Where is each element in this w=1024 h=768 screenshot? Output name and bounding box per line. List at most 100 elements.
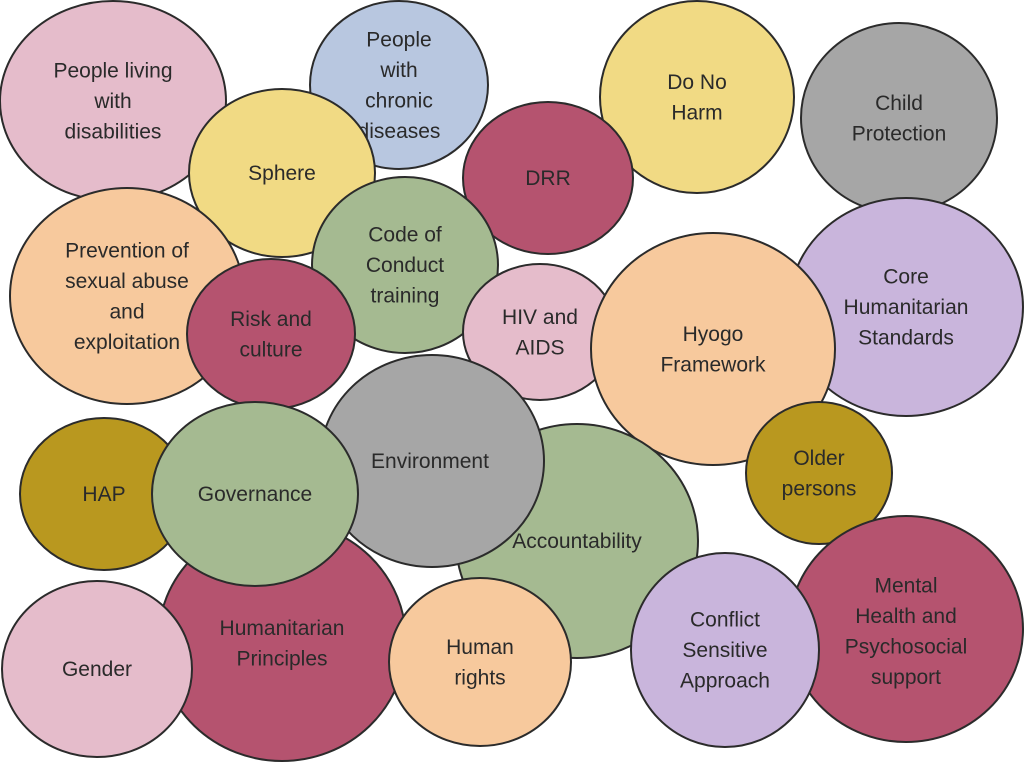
bubble-circle-drr <box>462 101 634 255</box>
bubble-drr: DRR <box>462 101 634 255</box>
bubble-label-line: Protection <box>852 122 947 145</box>
bubble-circle-governance <box>151 401 359 587</box>
bubble-label-line: AIDS <box>515 336 564 359</box>
bubble-label-risk-and-culture: Risk and culture <box>230 308 312 362</box>
bubble-governance: Governance <box>151 401 359 587</box>
bubble-label-line: chronic <box>365 89 433 112</box>
bubble-label-line: support <box>871 666 941 689</box>
bubble-label-line: Prevention of <box>65 239 189 262</box>
bubble-label-line: Environment <box>371 450 489 473</box>
bubble-label-line: Health and <box>855 605 957 628</box>
bubble-code-of-conduct-training: Code of Conduct training <box>311 176 499 354</box>
bubble-label-line: with <box>93 90 131 113</box>
bubble-label-sphere: Sphere <box>248 162 316 185</box>
bubble-hap: HAP <box>19 417 189 571</box>
bubble-label-line: Child <box>875 92 923 115</box>
bubble-circle-code-of-conduct-training <box>311 176 499 354</box>
bubble-label-line: Conflict <box>690 609 760 632</box>
bubble-label-do-no-harm: Do No Harm <box>667 71 727 125</box>
bubble-older-persons: Older persons <box>745 401 893 545</box>
bubble-circle-older-persons <box>745 401 893 545</box>
bubble-label-line: HAP <box>82 483 125 506</box>
bubble-circle-gender <box>1 580 193 758</box>
bubble-label-line: Framework <box>660 353 766 376</box>
bubble-risk-and-culture: Risk and culture <box>186 258 356 410</box>
bubble-circle-hyogo-framework <box>590 232 836 466</box>
bubble-label-line: sexual abuse <box>65 270 189 293</box>
bubble-label-line: HIV and <box>502 306 578 329</box>
bubble-label-line: Conduct <box>366 254 444 277</box>
bubble-label-line: Approach <box>680 670 770 693</box>
bubble-label-line: DRR <box>525 167 571 190</box>
bubble-circle-human-rights <box>388 577 572 747</box>
bubble-label-line: exploitation <box>74 331 180 354</box>
bubble-label-line: Governance <box>198 483 312 506</box>
bubble-circle-mental-health-psychosocial <box>788 515 1024 743</box>
bubble-label-line: People living <box>53 60 172 83</box>
bubble-label-line: Code of <box>368 224 442 247</box>
bubble-label-line: Sensitive <box>682 639 767 662</box>
bubble-label-line: Humanitarian <box>844 296 969 319</box>
bubble-label-line: disabilities <box>65 121 162 144</box>
bubble-label-older-persons: Older persons <box>782 447 857 501</box>
bubble-people-living-disabilities: People living with disabilities <box>0 0 227 202</box>
bubble-label-hap: HAP <box>82 483 125 506</box>
bubble-environment: Environment <box>319 354 545 568</box>
bubble-label-line: Humanitarian <box>220 617 345 640</box>
bubble-label-prevention-sexual-abuse: Prevention of sexual abuse and exploitation <box>65 239 189 354</box>
bubble-label-line: Mental <box>874 574 937 597</box>
bubble-label-line: Human <box>446 636 514 659</box>
bubble-label-line: Psychosocial <box>845 635 968 658</box>
bubble-label-line: Older <box>793 447 844 470</box>
bubble-label-line: People <box>366 28 431 51</box>
bubble-label-line: Sphere <box>248 162 316 185</box>
bubble-gender: Gender <box>1 580 193 758</box>
bubble-label-line: diseases <box>358 120 441 143</box>
bubble-label-line: with <box>379 59 417 82</box>
bubble-label-line: Gender <box>62 658 132 681</box>
bubble-circle-conflict-sensitive-approach <box>630 552 820 748</box>
bubble-label-line: Accountability <box>512 530 642 553</box>
bubble-label-people-living-disabilities: People living with disabilities <box>53 60 172 144</box>
bubble-label-line: culture <box>239 338 302 361</box>
bubble-label-drr: DRR <box>525 167 571 190</box>
bubble-label-line: Harm <box>671 101 722 124</box>
bubble-label-line: Risk and <box>230 308 312 331</box>
bubble-label-accountability: Accountability <box>512 530 642 553</box>
bubble-label-line: persons <box>782 477 857 500</box>
bubble-label-line: rights <box>454 666 505 689</box>
bubble-circle-do-no-harm <box>599 0 795 194</box>
bubble-label-line: Standards <box>858 327 954 350</box>
bubble-label-line: Do No <box>667 71 727 94</box>
bubble-label-governance: Governance <box>198 483 312 506</box>
bubble-label-line: training <box>371 285 440 308</box>
bubble-label-code-of-conduct-training: Code of Conduct training <box>366 224 444 308</box>
bubble-human-rights: Human rights <box>388 577 572 747</box>
bubble-circle-risk-and-culture <box>186 258 356 410</box>
bubble-label-line: Principles <box>236 647 327 670</box>
bubble-label-line: Core <box>883 266 929 289</box>
bubble-label-line: Hyogo <box>683 323 744 346</box>
bubble-label-line: and <box>109 300 144 323</box>
bubble-label-environment: Environment <box>371 450 489 473</box>
bubble-label-people-chronic-diseases: People with chronic diseases <box>358 28 441 143</box>
bubble-do-no-harm: Do No Harm <box>599 0 795 194</box>
bubble-prevention-sexual-abuse: Prevention of sexual abuse and exploitation <box>9 187 245 405</box>
bubble-label-gender: Gender <box>62 658 132 681</box>
bubble-label-human-rights: Human rights <box>446 636 514 690</box>
